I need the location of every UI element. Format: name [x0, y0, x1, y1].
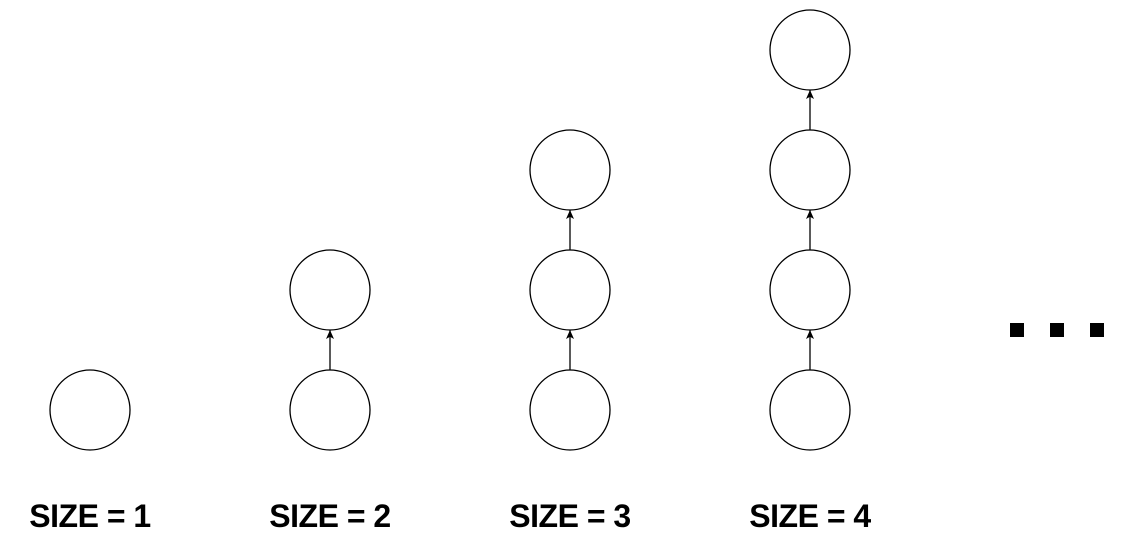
node-circle [769, 9, 851, 91]
node-circle [769, 129, 851, 211]
node-circle [529, 369, 611, 451]
ellipsis-dot [1050, 323, 1064, 337]
node-circle [529, 249, 611, 331]
size-label: SIZE = 4 [749, 498, 871, 534]
chains-layer: SIZE = 1 SIZE = 2 SIZE = 3 SIZE = 4 [29, 9, 872, 534]
node-circle [529, 129, 611, 211]
chain-size-3: SIZE = 3 [509, 129, 631, 534]
size-label: SIZE = 2 [269, 498, 390, 534]
chain-size-2: SIZE = 2 [269, 249, 391, 534]
ellipsis-dot [1090, 323, 1104, 337]
node-circle [289, 369, 371, 451]
node-circle [769, 369, 851, 451]
ellipsis-dot [1010, 323, 1024, 337]
node-circle [49, 369, 131, 451]
size-label: SIZE = 3 [509, 498, 630, 534]
node-circle [769, 249, 851, 331]
chain-size-1: SIZE = 1 [29, 369, 151, 534]
chain-size-4: SIZE = 4 [749, 9, 872, 534]
size-label: SIZE = 1 [29, 498, 150, 534]
node-circle [289, 249, 371, 331]
continuation-ellipsis [1010, 323, 1104, 337]
